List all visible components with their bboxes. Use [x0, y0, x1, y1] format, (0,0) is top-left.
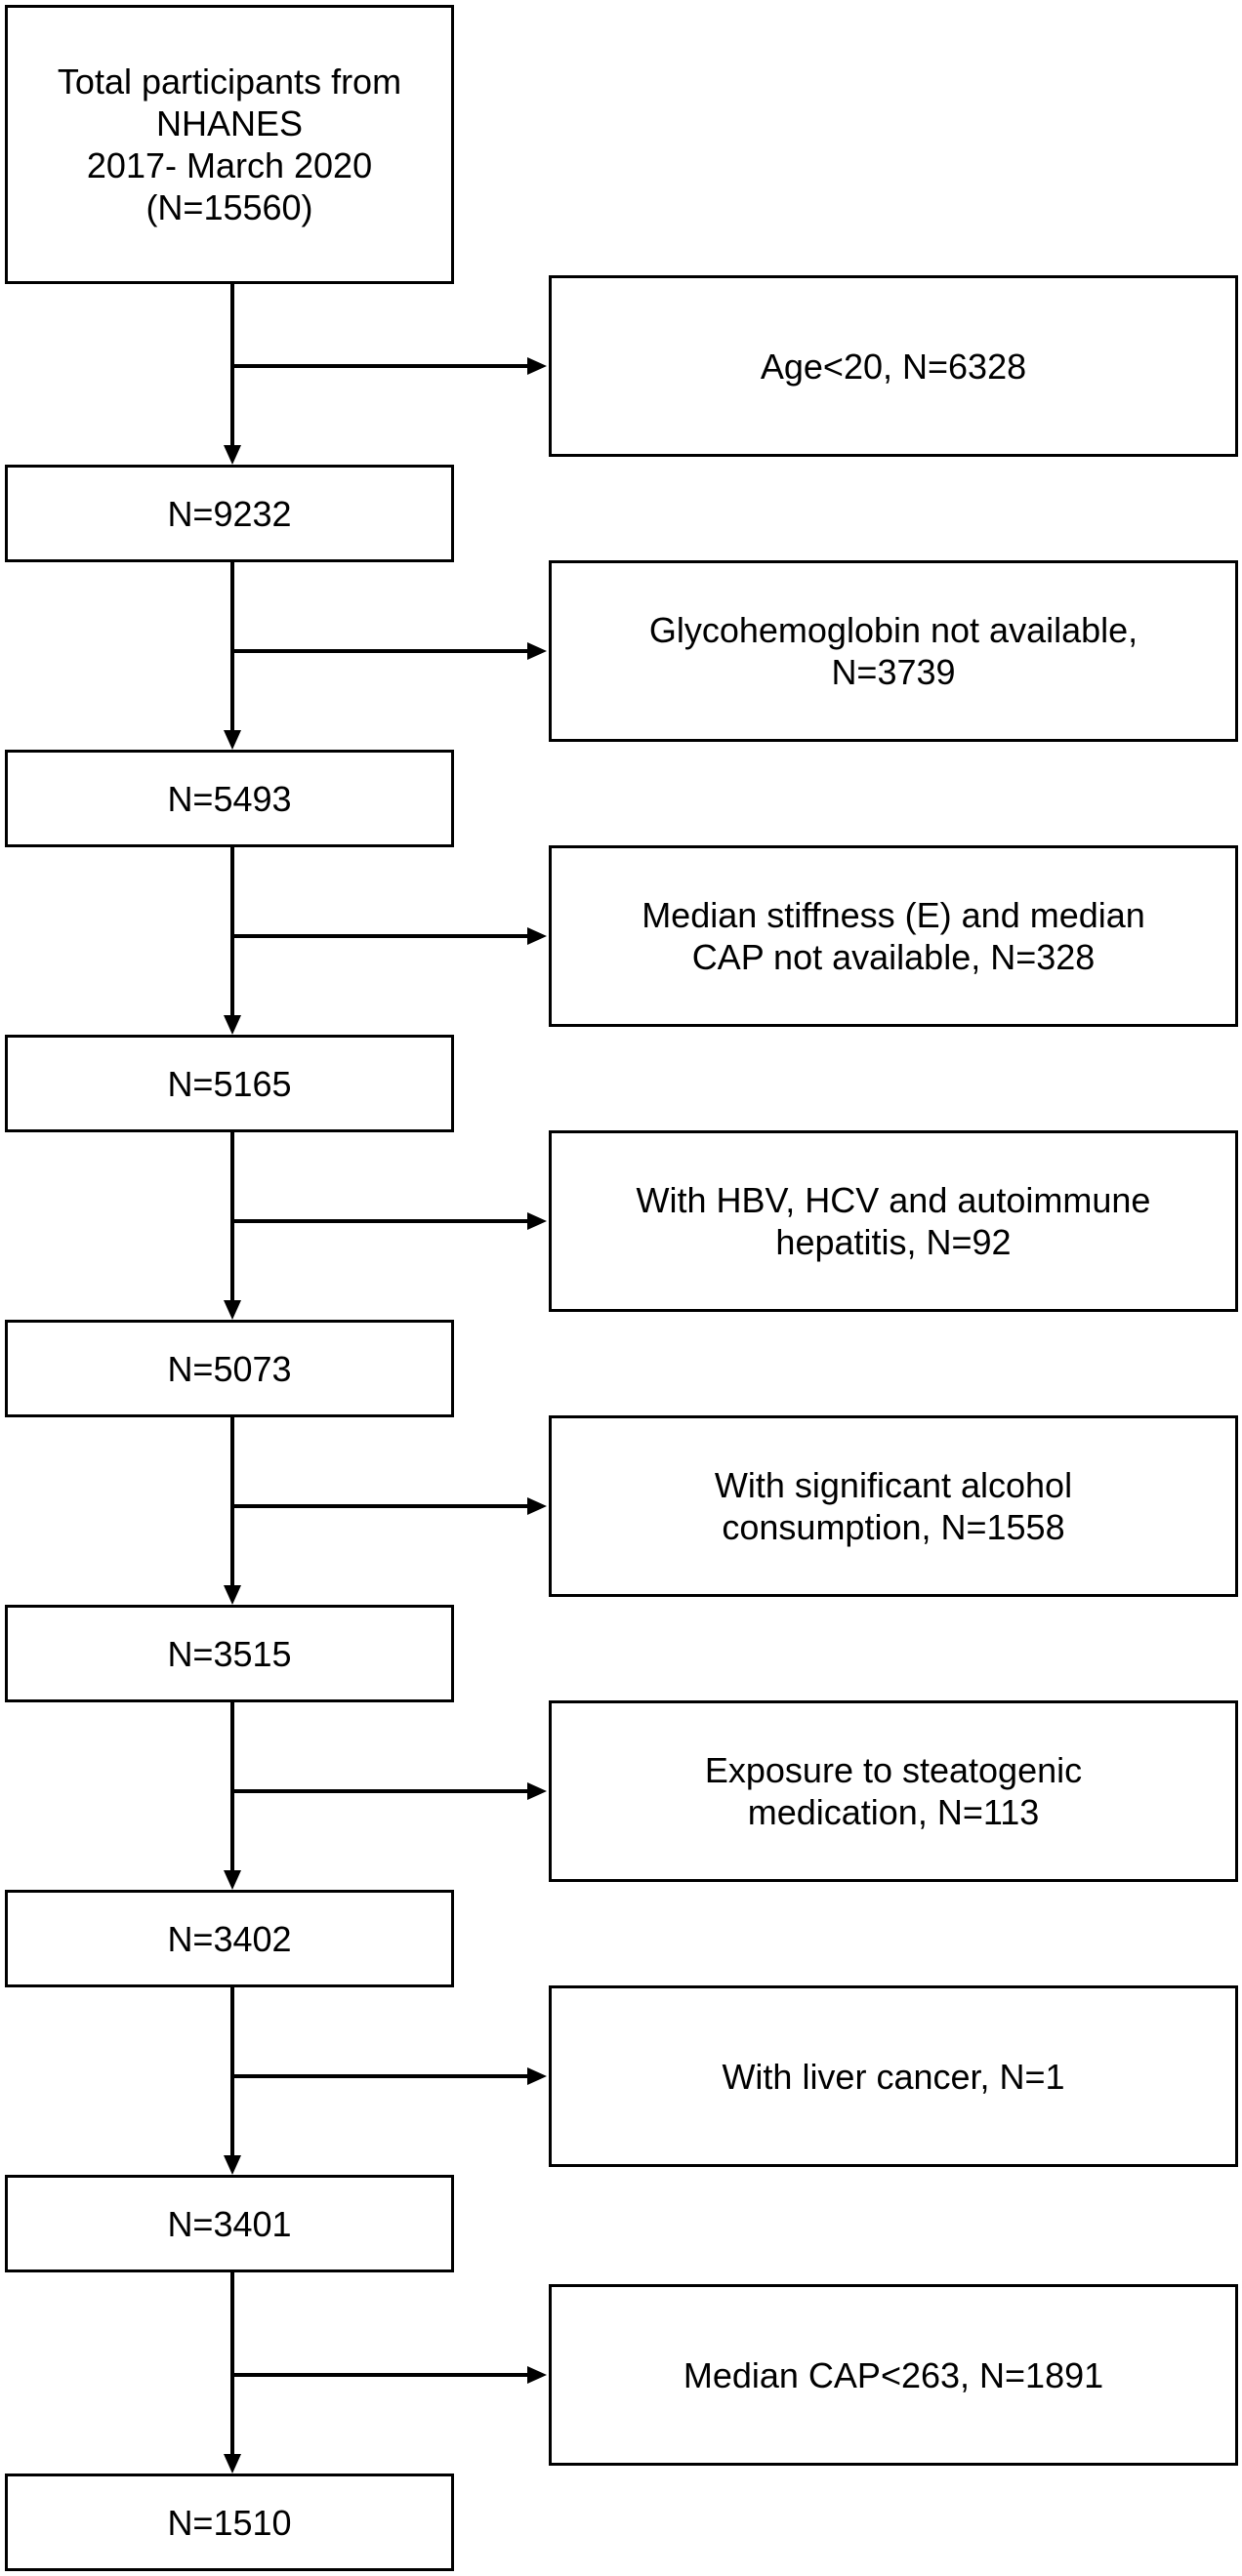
down-arrow-head	[224, 2454, 241, 2474]
remaining-text: N=3515	[167, 1633, 292, 1674]
remaining-box-5165: N=5165	[5, 1035, 454, 1132]
exclusion-text: Median stiffness (E) and median	[642, 895, 1145, 935]
right-arrow-head	[527, 642, 547, 660]
exclusion-text: Exposure to steatogenic	[704, 1750, 1083, 1790]
remaining-text: N=5073	[167, 1348, 292, 1389]
exclusion-text: Glycohemoglobin not available,	[648, 610, 1138, 650]
down-arrow-head	[224, 1015, 241, 1035]
down-arrow-head	[224, 1585, 241, 1605]
remaining-box-3401: N=3401	[5, 2175, 454, 2272]
exclusion-text: Median CAP<263, N=1891	[683, 2354, 1104, 2395]
remaining-text: N=9232	[167, 493, 292, 534]
down-arrow-head	[224, 730, 241, 750]
exclusion-box-steatogenic: Exposure to steatogenic medication, N=11…	[549, 1700, 1238, 1882]
remaining-box-3515: N=3515	[5, 1605, 454, 1702]
exclusion-box-glycohemoglobin: Glycohemoglobin not available, N=3739	[549, 560, 1238, 742]
exclusion-text: Age<20, N=6328	[760, 346, 1027, 387]
right-arrow-head	[527, 927, 547, 945]
down-arrow-head	[224, 1300, 241, 1320]
start-line-2: NHANES	[155, 103, 304, 143]
exclusion-text: medication, N=113	[747, 1792, 1040, 1832]
down-arrow-head	[224, 445, 241, 465]
exclusion-box-liver-cancer: With liver cancer, N=1	[549, 1985, 1238, 2167]
exclusion-box-cap: Median CAP<263, N=1891	[549, 2284, 1238, 2466]
exclusion-text: CAP not available, N=328	[691, 937, 1096, 977]
remaining-box-5493: N=5493	[5, 750, 454, 847]
start-line-4: (N=15560)	[145, 187, 313, 227]
remaining-text: N=1510	[167, 2502, 292, 2543]
exclusion-text: hepatitis, N=92	[775, 1222, 1012, 1262]
exclusion-box-stiffness: Median stiffness (E) and median CAP not …	[549, 845, 1238, 1027]
exclusion-box-hepatitis: With HBV, HCV and autoimmune hepatitis, …	[549, 1130, 1238, 1312]
exclusion-box-age: Age<20, N=6328	[549, 275, 1238, 457]
start-line-1: Total participants from	[57, 61, 402, 102]
remaining-text: N=5165	[167, 1063, 292, 1104]
exclusion-text: With significant alcohol	[714, 1465, 1073, 1505]
remaining-box-3402: N=3402	[5, 1890, 454, 1987]
remaining-text: N=5493	[167, 778, 292, 819]
remaining-box-9232: N=9232	[5, 465, 454, 562]
right-arrow-head	[527, 1782, 547, 1800]
start-line-3: 2017- March 2020	[86, 145, 373, 185]
exclusion-text: With liver cancer, N=1	[722, 2056, 1065, 2097]
down-arrow-head	[224, 2155, 241, 2175]
exclusion-box-alcohol: With significant alcohol consumption, N=…	[549, 1415, 1238, 1597]
remaining-text: N=3401	[167, 2203, 292, 2244]
remaining-text: N=3402	[167, 1918, 292, 1959]
exclusion-text: consumption, N=1558	[722, 1507, 1065, 1547]
exclusion-text: N=3739	[831, 652, 956, 692]
right-arrow-head	[527, 2067, 547, 2085]
final-box-1510: N=1510	[5, 2474, 454, 2571]
remaining-box-5073: N=5073	[5, 1320, 454, 1417]
right-arrow-head	[527, 2366, 547, 2384]
right-arrow-head	[527, 1497, 547, 1515]
down-arrow-head	[224, 1870, 241, 1890]
start-box: Total participants from NHANES 2017- Mar…	[5, 5, 454, 284]
right-arrow-head	[527, 1212, 547, 1230]
right-arrow-head	[527, 357, 547, 375]
exclusion-text: With HBV, HCV and autoimmune	[636, 1180, 1151, 1220]
